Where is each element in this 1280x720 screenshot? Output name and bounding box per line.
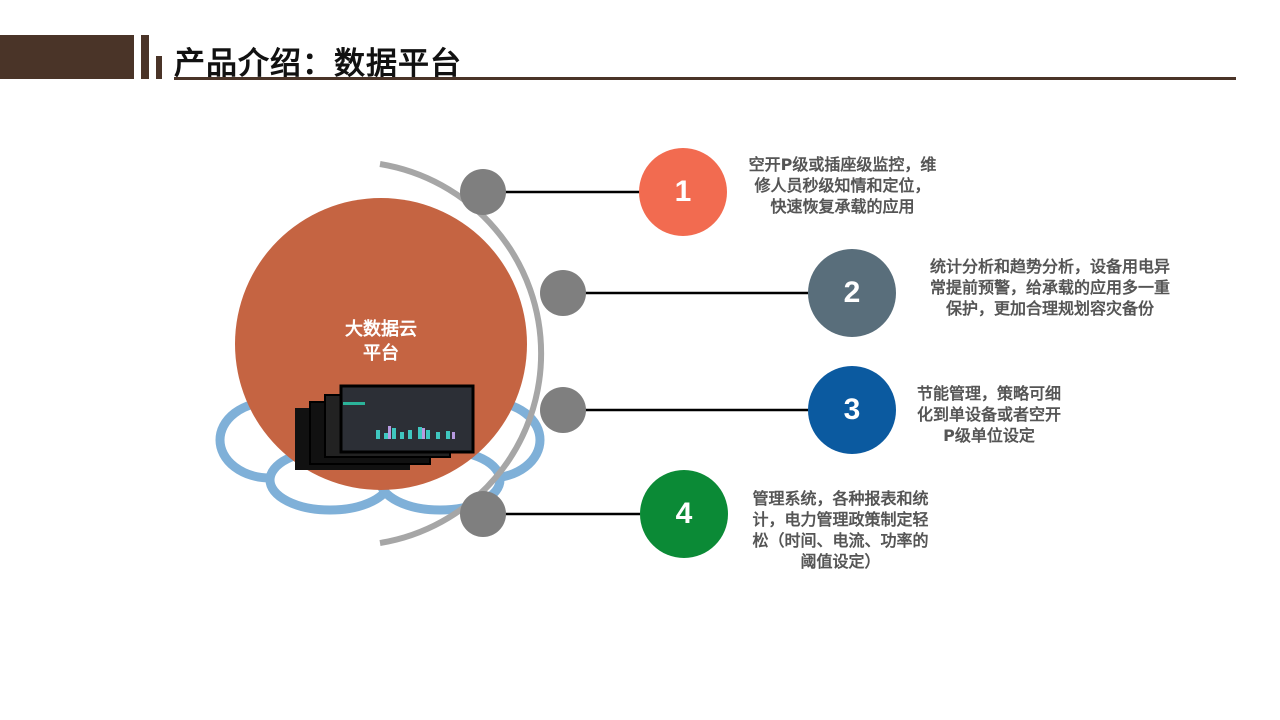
step-4-description: 管理系统，各种报表和统 计，电力管理政策制定轻 松（时间、电流、功率的 阈值设定…: [728, 488, 953, 572]
desc-line: 修人员秒级知情和定位，: [754, 176, 931, 195]
step-badge-4: 4: [640, 470, 728, 558]
connector-dot: [540, 270, 586, 316]
connector-dot: [540, 387, 586, 433]
platform-label: 大数据云 平台: [316, 318, 446, 366]
connector-dot: [460, 491, 506, 537]
desc-line: P级单位设定: [943, 426, 1035, 445]
desc-line: 计，电力管理政策制定轻: [752, 510, 929, 529]
desc-line: 统计分析和趋势分析，设备用电异: [929, 257, 1170, 276]
step-badge-1: 1: [639, 148, 727, 236]
desc-line: 管理系统，各种报表和统: [752, 489, 929, 508]
step-badge-2: 2: [808, 249, 896, 337]
connector-dot: [460, 169, 506, 215]
platform-label-line1: 大数据云: [345, 319, 417, 340]
step-1-description: 空开P级或插座级监控，维 修人员秒级知情和定位， 快速恢复承载的应用: [725, 154, 960, 217]
platform-label-line2: 平台: [363, 343, 399, 364]
desc-line: 阈值设定）: [800, 552, 881, 571]
desc-line: 化到单设备或者空开: [916, 405, 1061, 424]
step-3-description: 节能管理，策略可细 化到单设备或者空开 P级单位设定: [894, 383, 1084, 446]
desc-line: 保护，更加合理规划容灾备份: [945, 299, 1154, 318]
title-underline: [174, 77, 1236, 80]
dashboard-screens-icon: [295, 384, 475, 470]
header-bar: [141, 35, 149, 79]
step-2-description: 统计分析和趋势分析，设备用电异 常提前预警，给承载的应用多一重 保护，更加合理规…: [900, 256, 1200, 319]
desc-line: 松（时间、电流、功率的: [752, 531, 929, 550]
desc-line: 节能管理，策略可细: [916, 384, 1061, 403]
header-block: [0, 35, 134, 79]
step-badge-3: 3: [808, 366, 896, 454]
desc-line: 常提前预警，给承载的应用多一重: [929, 278, 1170, 297]
arc: [379, 161, 545, 546]
desc-line: 快速恢复承载的应用: [770, 197, 915, 216]
page-title: 产品介绍：数据平台: [174, 46, 462, 82]
header-bar-small: [156, 56, 162, 79]
desc-line: 空开P级或插座级监控，维: [748, 155, 937, 174]
